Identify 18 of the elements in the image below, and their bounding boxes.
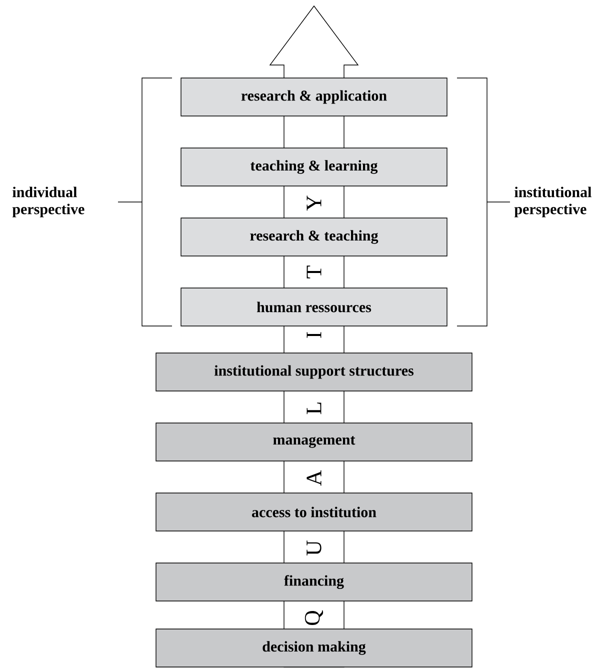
arrow-letter: I	[306, 332, 322, 338]
arrow-letter: Y	[306, 196, 322, 211]
level-box: research & application	[180, 78, 448, 116]
side-label: individual perspective	[12, 186, 84, 218]
level-box: human ressources	[180, 288, 448, 326]
level-box: decision making	[156, 628, 472, 668]
arrow-letter: A	[306, 470, 322, 486]
arrow-letter: L	[306, 402, 322, 414]
level-box: access to institution	[156, 492, 472, 532]
arrow-letter: U	[306, 540, 322, 556]
arrow-letter: T	[306, 266, 322, 278]
level-box: teaching & learning	[180, 148, 448, 186]
level-box: institutional support structures	[156, 352, 472, 392]
level-box: management	[156, 422, 472, 462]
side-label: institutional perspective	[514, 186, 592, 218]
arrow-letter: Q	[304, 610, 324, 626]
level-box: financing	[156, 562, 472, 602]
level-box: research & teaching	[180, 218, 448, 256]
